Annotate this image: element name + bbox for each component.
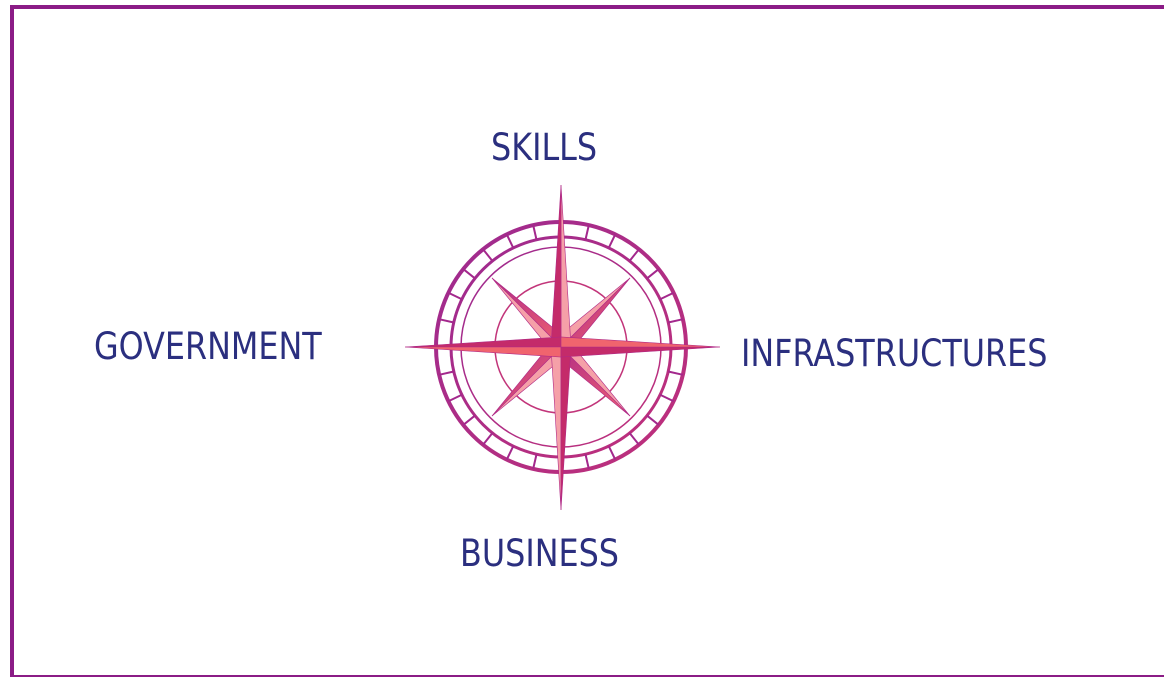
compass-tick [532, 454, 538, 470]
label-infrastructures: INFRASTRUCTURES [741, 332, 1048, 375]
compass-tick [438, 318, 454, 324]
compass-tick [505, 445, 515, 461]
compass-star-secondary [491, 277, 631, 417]
compass-tick [482, 432, 494, 446]
compass-tick [668, 370, 684, 376]
compass-tick [628, 248, 640, 262]
label-government: GOVERNMENT [94, 325, 322, 368]
compass-tick [668, 318, 684, 324]
compass-tick [438, 370, 454, 376]
compass-tick [607, 445, 617, 461]
compass-tick [646, 414, 660, 426]
compass-tick [462, 268, 476, 280]
compass-tick [584, 454, 590, 470]
compass-rose-icon [404, 184, 721, 511]
label-business: BUSINESS [460, 532, 620, 575]
compass-tick [482, 248, 494, 262]
compass-tick [447, 291, 463, 301]
compass-tick [659, 393, 675, 403]
compass-tick [628, 432, 640, 446]
compass-tick [607, 233, 617, 249]
compass-tick [447, 393, 463, 403]
compass-tick [646, 268, 660, 280]
compass-tick [505, 233, 515, 249]
compass-tick [659, 291, 675, 301]
label-skills: SKILLS [491, 126, 598, 169]
compass-tick [532, 224, 538, 240]
compass-tick [462, 414, 476, 426]
compass-tick [584, 224, 590, 240]
compass-star-primary [404, 184, 721, 511]
